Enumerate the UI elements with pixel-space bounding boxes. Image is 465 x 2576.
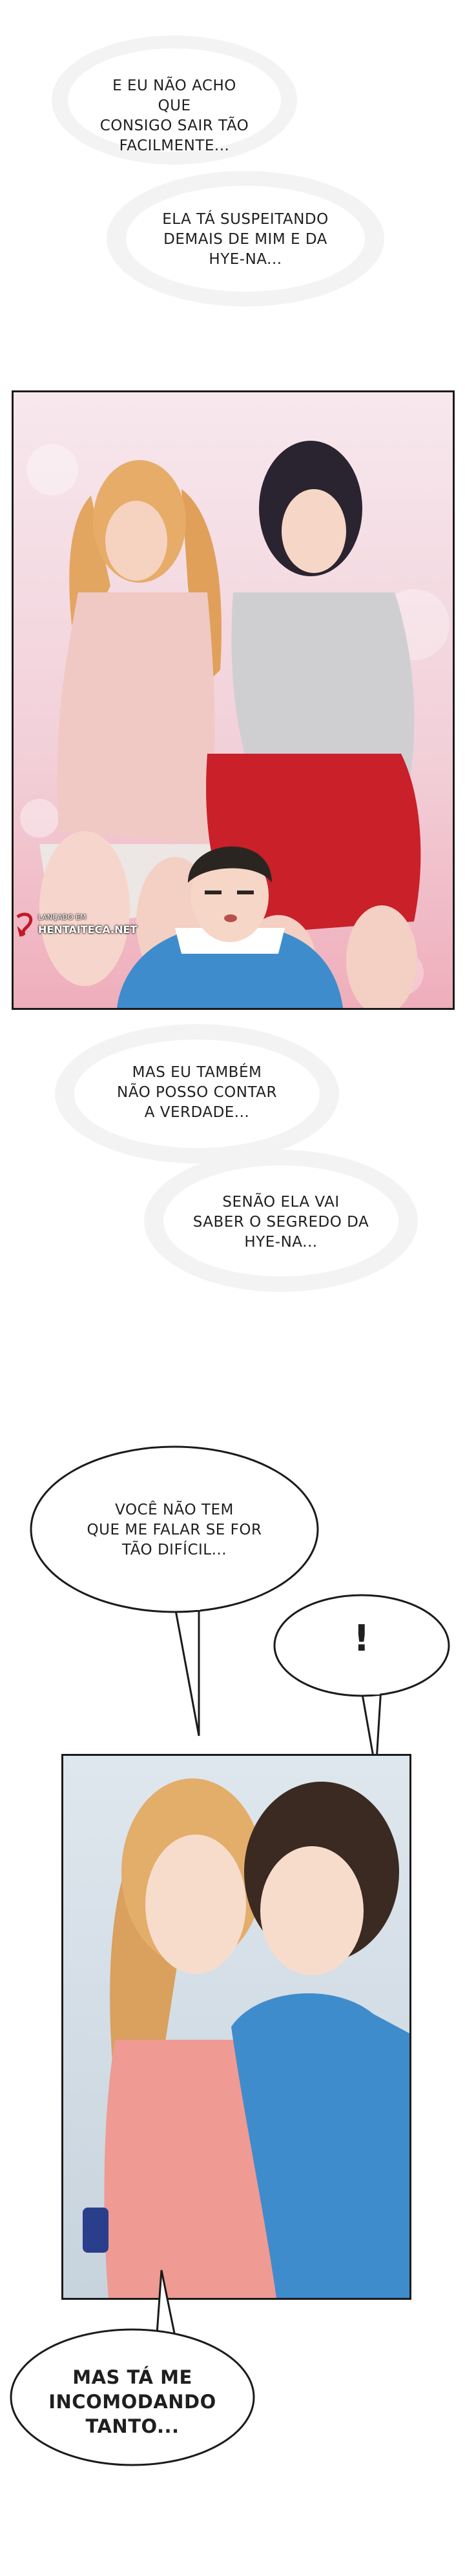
speech-bubble-shape xyxy=(30,1445,319,1736)
thought-bubble-3: MAS EU TAMBÉM NÃO POSSO CONTAR A VERDADE… xyxy=(45,1016,349,1171)
speech-bubble-shape xyxy=(273,1594,450,1772)
spiky-bubble-shape xyxy=(144,1150,418,1292)
blonde-girl xyxy=(83,1778,276,2298)
bubble-4-line-3: HYE-NA... xyxy=(244,1234,318,1251)
spiky-bubble-shape xyxy=(55,1024,339,1163)
speech-bubble-2: MAS TÁ ME INCOMODANDO TANTO... xyxy=(3,2265,262,2471)
bubble-6-text: ! xyxy=(353,1618,371,1660)
credit-line-2: HENTAITECA.NET xyxy=(38,923,138,936)
bubble-1-line-2: CONSIGO SAIR TÃO xyxy=(99,117,249,134)
speech-bubble-exclamation: ! xyxy=(265,1587,452,1781)
thought-bubble-4: SENÃO ELA VAI SABER O SEGREDO DA HYE-NA.… xyxy=(136,1142,426,1300)
phone-in-hand xyxy=(83,2208,108,2253)
bubble-5-line-2: QUE ME FALAR SE FOR xyxy=(87,1522,262,1538)
bubble-3-line-3: A VERDADE... xyxy=(144,1104,250,1121)
panel-2-illustration xyxy=(63,1756,409,2298)
dark-haired-boy xyxy=(231,1782,409,2298)
spiky-bubble-shape xyxy=(52,35,297,165)
bubble-7-line-2: INCOMODANDO xyxy=(48,2391,216,2413)
publisher-logo: LANÇADO EM HENTAITECA.NET xyxy=(15,905,144,951)
thought-bubble-2: ELA TÁ SUSPEITANDO DEMAIS DE MIM E DA HY… xyxy=(97,161,394,316)
bubble-2-line-1: ELA TÁ SUSPEITANDO xyxy=(162,211,329,228)
panel-1-illustration xyxy=(14,392,453,1008)
bubble-3-line-1: MAS EU TAMBÉM xyxy=(132,1064,262,1081)
bubble-1-line-3: FACILMENTE... xyxy=(119,137,230,154)
bubble-3-line-2: NÃO POSSO CONTAR xyxy=(117,1084,277,1101)
thought-bubble-1: E EU NÃO ACHO QUE CONSIGO SAIR TÃO FACIL… xyxy=(45,26,316,174)
bubble-5-line-1: VOCÊ NÃO TEM xyxy=(115,1502,234,1518)
devil-tail-icon xyxy=(16,912,33,937)
comic-panel-1: LANÇADO EM HENTAITECA.NET xyxy=(12,390,455,1010)
bubble-7-line-3: TANTO... xyxy=(85,2415,180,2437)
bubble-5-line-3: TÃO DIFÍCIL... xyxy=(121,1542,227,1558)
blonde-woman xyxy=(39,460,222,986)
boy-character xyxy=(117,846,343,1008)
credit-line-1: LANÇADO EM xyxy=(38,913,87,921)
bubble-2-line-3: HYE-NA... xyxy=(209,251,282,268)
comic-panel-2 xyxy=(61,1754,411,2300)
spiky-bubble-shape xyxy=(107,171,384,307)
bubble-4-line-2: SABER O SEGREDO DA xyxy=(192,1214,369,1231)
bubble-7-line-1: MAS TÁ ME xyxy=(72,2366,192,2388)
speech-bubble-1: VOCÊ NÃO TEM QUE ME FALAR SE FOR TÃO DIF… xyxy=(26,1442,336,1752)
bubble-1-line-1: E EU NÃO ACHO QUE xyxy=(112,77,236,114)
speech-bubble-shape xyxy=(10,2269,255,2466)
bubble-4-line-1: SENÃO ELA VAI xyxy=(222,1194,340,1211)
bubble-2-line-2: DEMAIS DE MIM E DA xyxy=(163,231,327,248)
